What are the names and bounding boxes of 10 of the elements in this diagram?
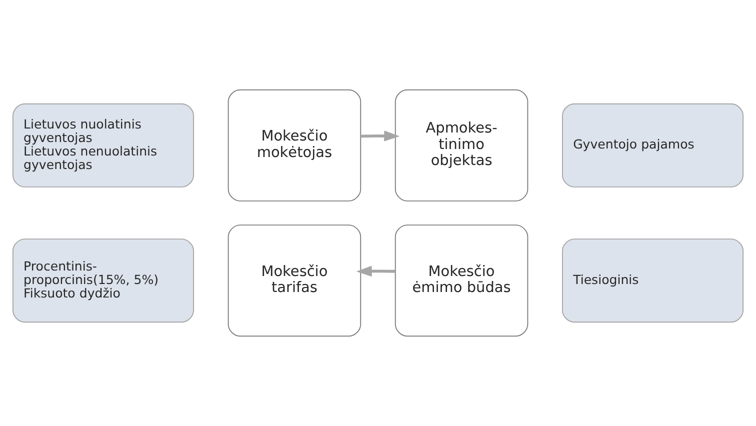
node-box: Mokesčio ėmimo būdas [394, 224, 528, 337]
node-box: Lietuvos nuolatinis gyventojas Lietuvos nenuolatinis gyventojas [12, 103, 194, 188]
node-box: Procentinis- proporcinis(15%, 5%) Fiksuoto dydžio [12, 238, 194, 323]
arrow [356, 266, 396, 277]
node-box: Apmokes- tinimo objektas [394, 89, 528, 202]
node-box: Mokesčio mokėtojas [228, 89, 362, 202]
arrow [360, 130, 400, 142]
node-box: Tiesioginis [562, 238, 744, 323]
node-box: Mokesčio tarifas [228, 224, 362, 337]
node-box: Gyventojo pajamos [562, 103, 744, 188]
